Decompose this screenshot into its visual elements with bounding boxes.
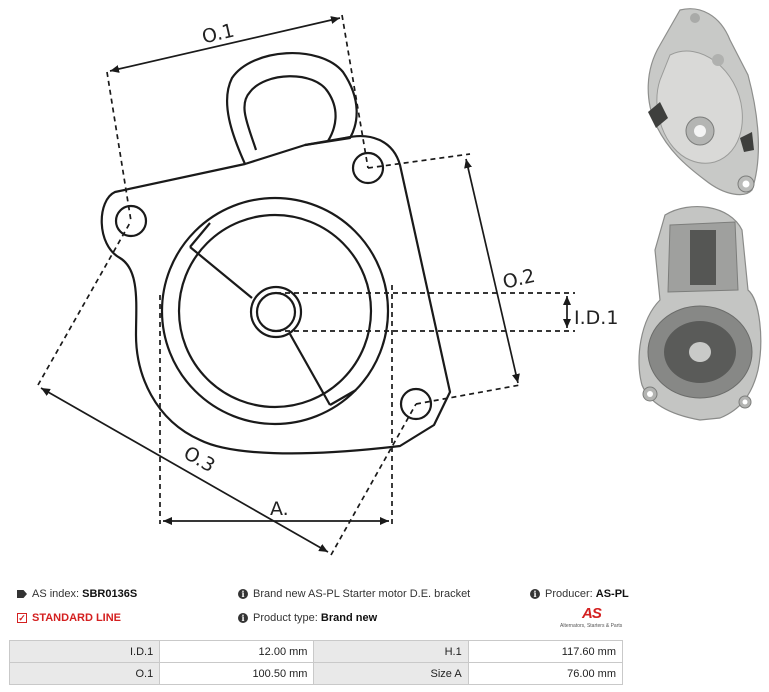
standard-line: ✓ STANDARD LINE (17, 612, 121, 624)
dash-o1-right (341, 14, 369, 169)
spec-label: O.1 (8, 662, 161, 685)
mount-hole-left (114, 204, 148, 238)
dim-o3-arrow (40, 387, 329, 553)
mount-hole-top-right (351, 151, 385, 185)
dim-o2-arrow (464, 158, 520, 384)
table-row: O.1 100.50 mm Size A 76.00 mm (8, 662, 624, 685)
spec-value: 100.50 mm (159, 662, 315, 685)
dash-o3-right (330, 403, 417, 556)
info-icon: i (238, 613, 248, 623)
table-row: I.D.1 12.00 mm H.1 117.60 mm (8, 640, 624, 663)
bottom-view-photo (638, 206, 762, 421)
as-index-value: SBR0136S (82, 588, 138, 600)
product-description: i Brand new AS-PL Starter motor D.E. bra… (238, 588, 470, 600)
spec-label: Size A (313, 662, 469, 685)
dim-o1-arrow (109, 16, 341, 73)
info-icon: i (238, 589, 248, 599)
label-id1: I.D.1 (574, 307, 618, 329)
bore-inner (255, 291, 297, 333)
specs-table: I.D.1 12.00 mm H.1 117.60 mm O.1 100.50 … (8, 640, 624, 685)
mount-hole-bottom-right (399, 387, 433, 421)
as-index-label: AS index: (32, 588, 80, 600)
label-a: A. (270, 498, 289, 520)
logo-text: AS (582, 605, 602, 622)
producer-label: Producer: (545, 588, 593, 600)
spec-label: I.D.1 (8, 640, 161, 663)
producer: i Producer: AS-PL (530, 588, 629, 600)
as-index: AS index: SBR0136S (17, 588, 137, 600)
as-pl-logo: AS Alternators, Starters & Parts (560, 605, 628, 633)
product-type: i Product type: Brand new (238, 612, 377, 624)
spec-value: 12.00 mm (159, 640, 315, 663)
tag-icon (17, 590, 27, 598)
inner-housing-circle (177, 213, 373, 409)
sector-line-upper-a (189, 246, 253, 299)
product-type-value: Brand new (320, 612, 378, 624)
spec-label: H.1 (313, 640, 469, 663)
spec-value: 76.00 mm (467, 662, 624, 685)
label-o2: O.2 (501, 265, 537, 294)
sector-line-lower-b (329, 389, 357, 406)
standard-line-text: STANDARD LINE (32, 612, 122, 624)
product-type-label: Product type: (253, 612, 318, 624)
top-view-photo (647, 8, 759, 196)
info-icon: i (530, 589, 540, 599)
dash-o1-left (106, 71, 132, 222)
sector-line-lower-a (289, 333, 331, 406)
logo-tagline: Alternators, Starters & Parts (560, 623, 623, 629)
label-o1: O.1 (200, 20, 236, 49)
sector-line-upper-b (189, 222, 211, 248)
flange-outline (100, 135, 452, 455)
dash-o2-top (367, 153, 471, 169)
description-text: Brand new AS-PL Starter motor D.E. brack… (253, 588, 471, 600)
label-o3: O.3 (180, 442, 219, 477)
bore-outer (249, 285, 303, 339)
dash-o3-left (37, 220, 132, 386)
check-icon: ✓ (17, 613, 27, 623)
top-lug-outer (225, 52, 358, 165)
spec-value: 117.60 mm (467, 640, 624, 663)
producer-value: AS-PL (595, 588, 629, 600)
top-lug-inner (243, 75, 337, 151)
